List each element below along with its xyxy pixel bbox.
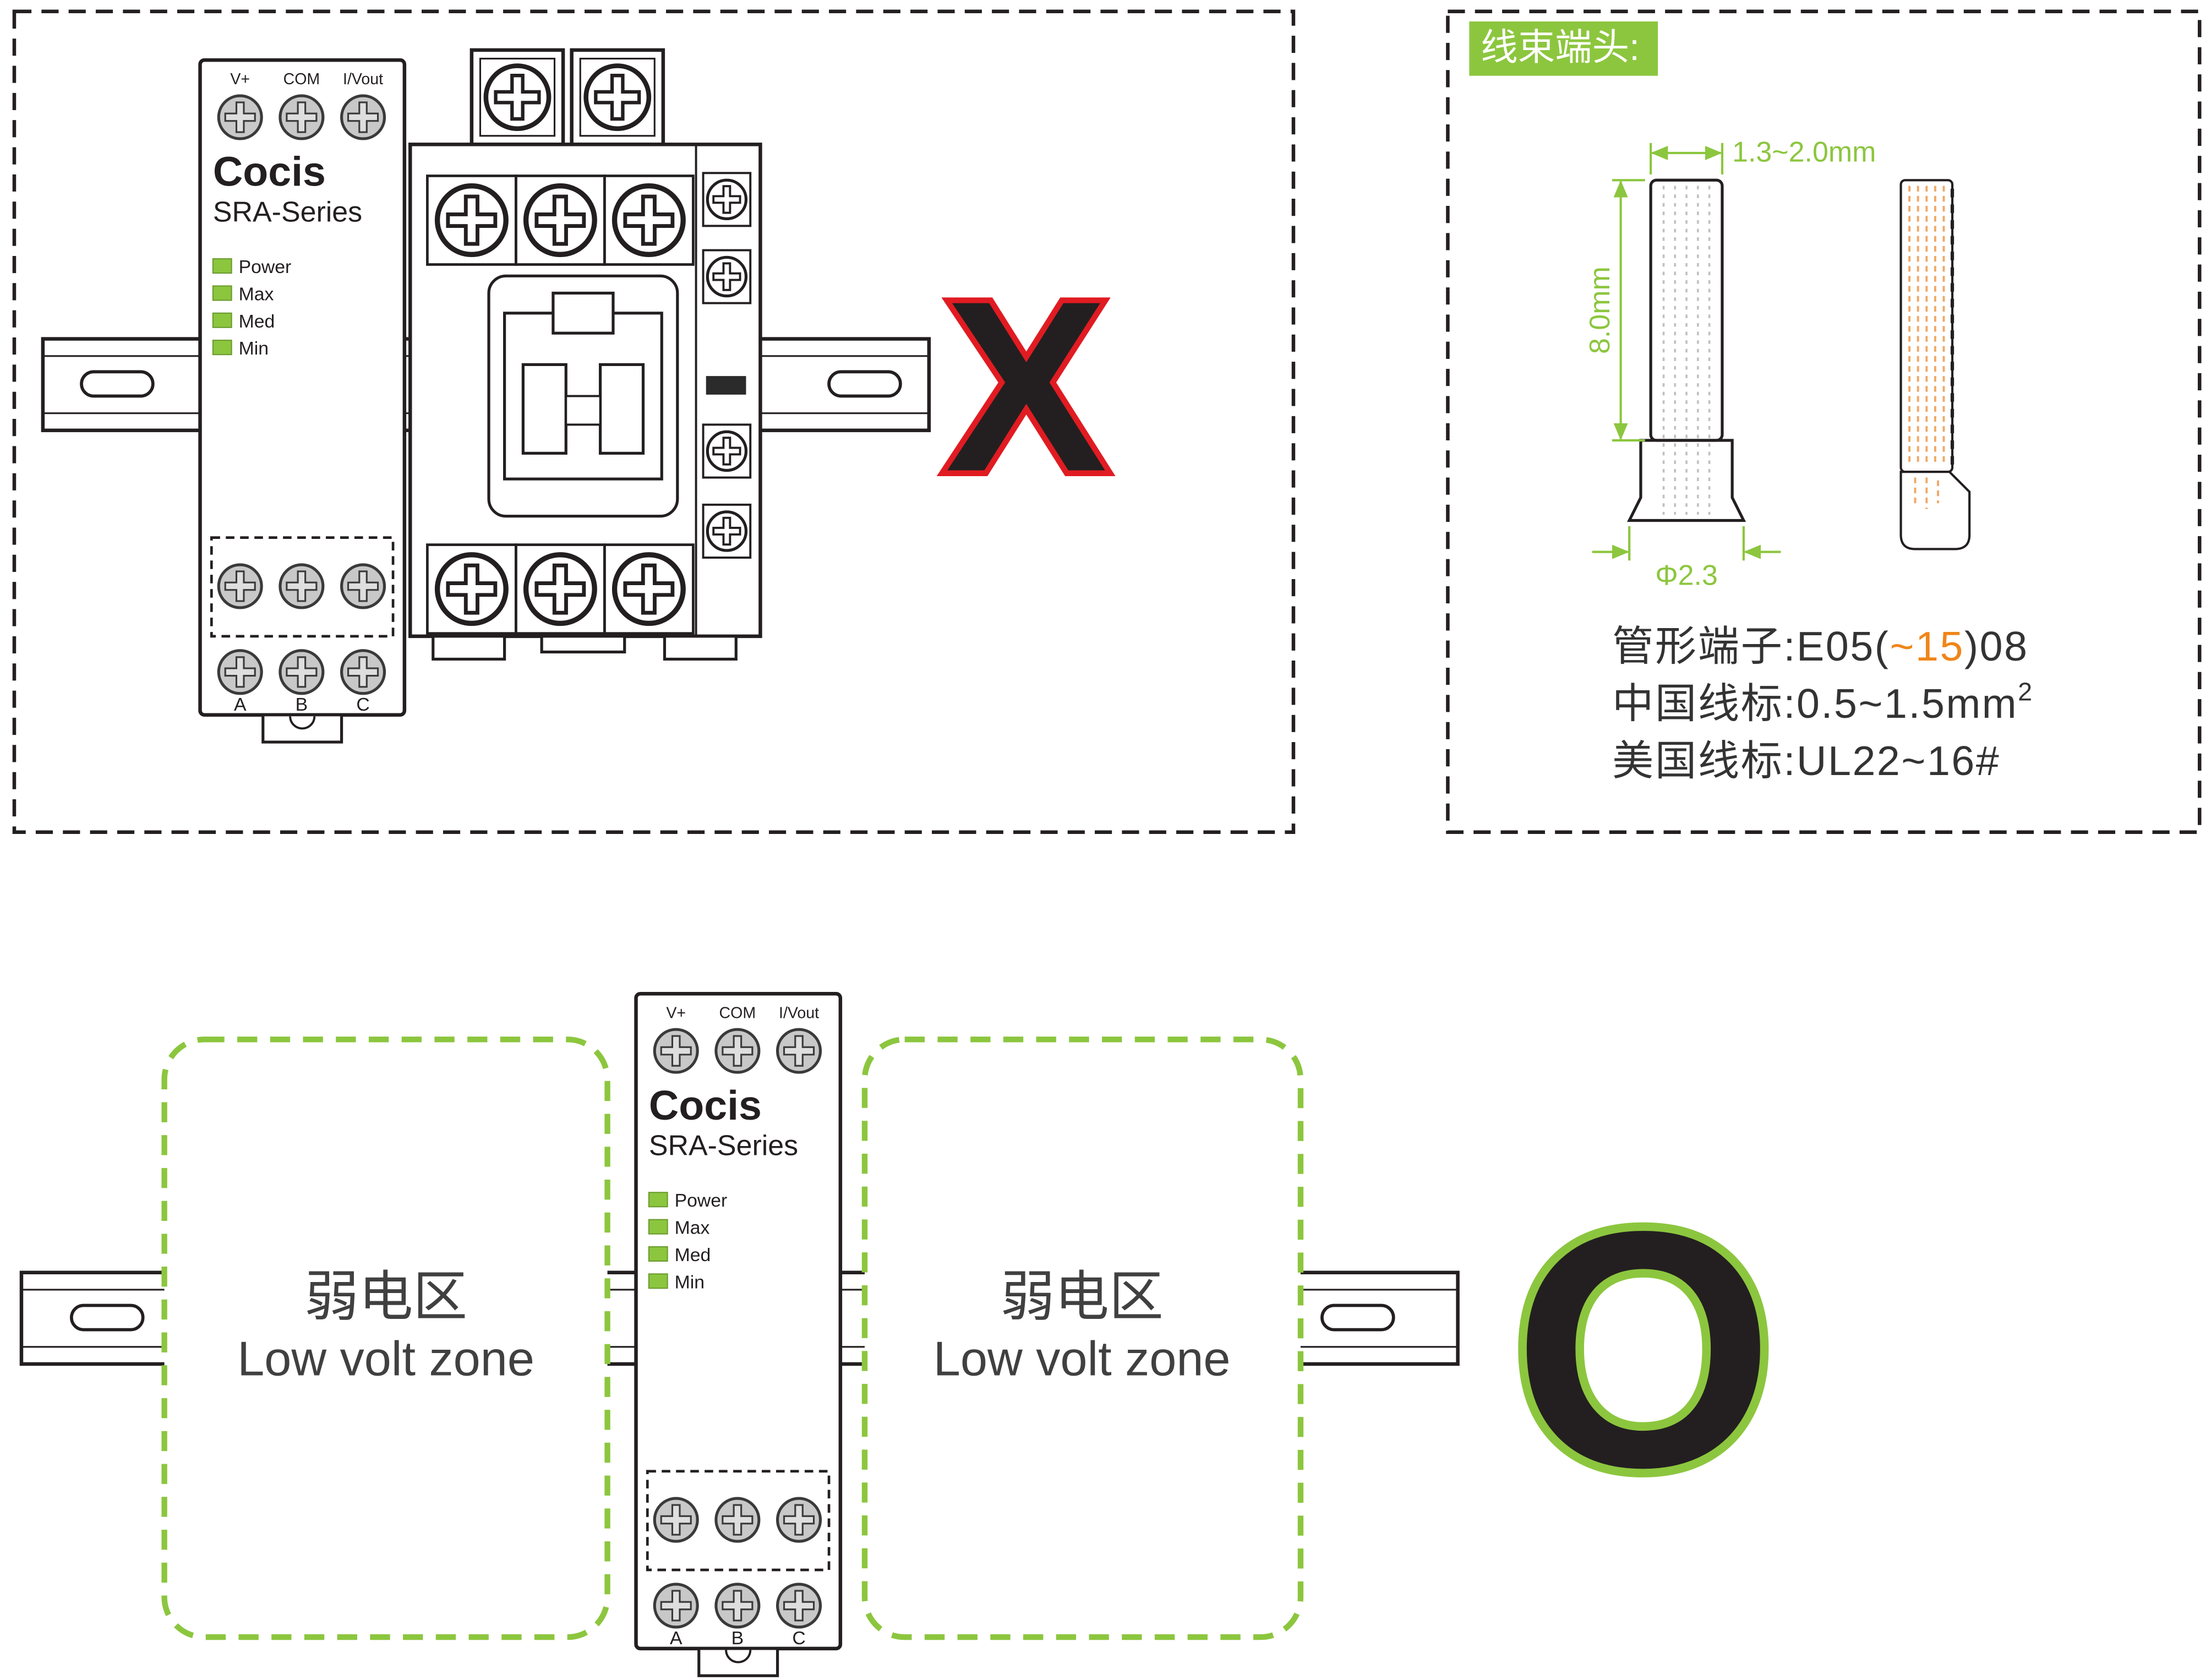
spec-line-ferrule-model: 管形端子:E05(~15)08	[1612, 623, 2029, 669]
ferrule-side-view	[1899, 179, 1971, 550]
screw-terminal	[707, 180, 746, 219]
aux-terminal-column	[702, 172, 752, 559]
screw-terminal	[438, 555, 506, 624]
screw-terminal	[526, 186, 595, 255]
zone-label-en: Low volt zone	[237, 1332, 534, 1386]
screw-terminal	[342, 565, 385, 608]
terminal-label-b: B	[296, 694, 308, 715]
screw-terminal	[280, 651, 323, 694]
output-terminal-dashed-box	[210, 536, 395, 638]
ferrule-spec-panel: 线束端头: 1.3~2.0mm 8.0mm	[1446, 9, 2202, 834]
brand-label: Cocis	[213, 149, 326, 195]
panel-title-bg	[1469, 21, 1658, 76]
led-indicators: Power Max Med Min	[212, 257, 292, 359]
panel-title: 线束端头:	[1481, 27, 1640, 68]
low-volt-zone-left	[161, 1037, 610, 1640]
ferrule-collar	[1626, 439, 1746, 522]
panel-border	[1446, 9, 2202, 834]
series-label: SRA-Series	[213, 197, 362, 228]
terminal-label-ivout: I/Vout	[343, 70, 383, 88]
spec-line-china-wire: 中国线标:0.5~1.5mm2	[1612, 678, 2034, 727]
screw-terminal	[280, 565, 323, 608]
skirt-strands	[1914, 477, 1939, 509]
med-led-label: Med	[239, 311, 275, 332]
terminal-label-com: COM	[283, 70, 320, 88]
max-led	[212, 285, 232, 301]
contactor	[408, 48, 762, 661]
screw-terminal	[219, 96, 261, 139]
indicator-block	[706, 376, 746, 395]
sleeve-skirt	[1899, 471, 1971, 550]
dim-diameter-label: Φ2.3	[1655, 559, 1718, 591]
zone-label-cn: 弱电区	[304, 1267, 467, 1327]
screw-terminal	[586, 66, 649, 128]
screw-terminal	[615, 555, 684, 624]
rail-slot	[827, 370, 902, 398]
contactor-window	[487, 274, 679, 518]
screw-terminal	[280, 96, 323, 139]
screw-terminal	[438, 186, 506, 255]
wire-strands	[1662, 186, 1711, 515]
screw-terminal	[342, 651, 385, 694]
wire-strands-orange	[1908, 186, 1945, 466]
rail-slot	[69, 1303, 145, 1332]
screw-terminal	[707, 512, 746, 550]
dim-length-label: 8.0mm	[1584, 266, 1616, 354]
wrong-installation-panel: V+ COM I/Vout Cocis SRA-Series Power Max…	[12, 9, 1296, 834]
terminal-label-vplus: V+	[230, 70, 250, 88]
correct-installation-panel: 弱电区 Low volt zone 弱电区 Low volt zone O	[19, 994, 1783, 1676]
zone-label-en: Low volt zone	[933, 1332, 1231, 1386]
screw-terminal	[486, 66, 549, 128]
screw-terminal	[707, 432, 746, 470]
power-led	[212, 258, 232, 274]
cocis-module-bottom	[636, 994, 840, 1676]
terminal-label-c: C	[356, 694, 369, 715]
terminal-label-a: A	[234, 694, 247, 715]
min-led	[212, 340, 232, 356]
cocis-module: V+ COM I/Vout Cocis SRA-Series Power Max…	[198, 58, 407, 744]
min-led-label: Min	[239, 338, 269, 359]
rail-slot	[1320, 1303, 1395, 1332]
screw-terminal	[219, 651, 261, 694]
screw-terminal	[526, 555, 595, 624]
med-led	[212, 312, 232, 328]
screw-terminal	[342, 96, 385, 139]
screw-terminal	[219, 565, 261, 608]
dimension-width	[1650, 143, 1724, 174]
screw-terminal	[615, 186, 684, 255]
zone-label-cn: 弱电区	[1001, 1267, 1164, 1327]
dim-width-label: 1.3~2.0mm	[1732, 137, 1876, 168]
screw-terminal	[707, 258, 746, 296]
low-volt-zone-right	[861, 1037, 1304, 1640]
correct-mark: O	[1513, 1162, 1775, 1537]
ferrule-front-view: 1.3~2.0mm 8.0mm Φ2.3	[1584, 137, 1876, 592]
rail-slot	[80, 370, 155, 398]
power-led-label: Power	[239, 257, 292, 277]
clip-notch	[289, 716, 316, 730]
dimension-diameter	[1592, 526, 1781, 561]
dimension-length	[1612, 179, 1645, 442]
wrong-mark: X	[945, 250, 1109, 522]
spec-line-usa-wire: 美国线标:UL22~16#	[1612, 738, 2000, 784]
max-led-label: Max	[239, 283, 274, 304]
